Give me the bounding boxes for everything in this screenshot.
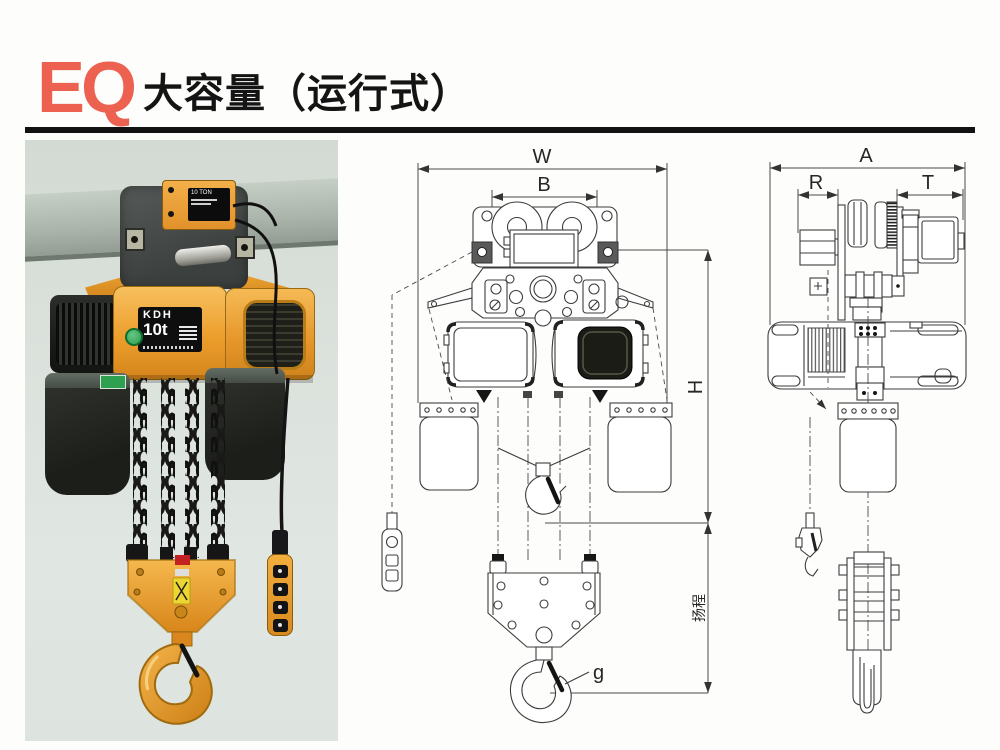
nameplate: KDH 10t — [138, 307, 202, 352]
pendant-button — [273, 583, 288, 596]
dim-label-h: H — [685, 380, 707, 394]
green-sticker — [100, 375, 126, 389]
load-chains — [133, 378, 225, 558]
suspension-plate — [427, 267, 654, 327]
chain-falls — [497, 397, 591, 563]
chain-bag-side — [837, 402, 899, 493]
anti-drop-bracket-left — [125, 228, 145, 251]
pendant-button — [273, 619, 288, 632]
capacity-text: 10t — [143, 320, 168, 339]
nameplate-bars — [179, 324, 197, 342]
lower-hook-block-front — [487, 554, 601, 661]
travel-motor — [50, 295, 122, 373]
pendant-control — [267, 554, 293, 636]
pendant-button — [273, 565, 288, 578]
hook — [138, 642, 213, 725]
bolt — [168, 211, 174, 217]
bolt-row — [838, 609, 900, 622]
dimension-h: H 扬程 — [545, 249, 712, 694]
hoist-body-side — [767, 321, 967, 401]
hoist-body-front — [443, 319, 649, 403]
label-line — [191, 203, 211, 205]
control-box-text: 10 TON — [191, 190, 212, 196]
photo-overlay — [126, 202, 290, 725]
dimension-t: T — [896, 172, 964, 220]
label-line — [191, 199, 217, 201]
header-rule — [25, 127, 975, 133]
control-box-label: 10 TON — [188, 188, 230, 221]
upper-hook-front — [525, 462, 567, 515]
control-box: 10 TON — [162, 180, 236, 230]
chain-bag-left — [45, 373, 130, 495]
bolt-row — [838, 564, 900, 577]
cables — [232, 202, 290, 533]
pendant-front — [381, 512, 403, 592]
bolt-row — [838, 589, 900, 602]
product-photo: 10 TON KDH 10t — [25, 140, 338, 741]
dim-label-t: T — [922, 172, 934, 194]
dimension-w: W — [417, 146, 668, 403]
dimension-a: A — [769, 145, 966, 325]
front-view-drawing: W B H 扬程 — [381, 146, 712, 723]
pendant-strain-relief — [272, 530, 288, 556]
trolley-side — [799, 199, 965, 321]
nameplate-footer — [143, 346, 195, 349]
lower-hook-side — [859, 657, 875, 714]
dimension-b: B — [491, 174, 598, 207]
dim-label-r: R — [809, 172, 823, 194]
anti-drop-bracket-right — [235, 236, 255, 259]
dim-label-b: B — [537, 174, 550, 196]
series-logo: EQ — [37, 48, 137, 128]
reference-dashes — [391, 251, 668, 513]
brand-text: KDH — [143, 309, 173, 321]
dim-label-lift: 扬程 — [691, 594, 707, 622]
chain-bags-front — [419, 402, 673, 493]
dim-label-g: g — [593, 662, 604, 684]
certification-badge — [125, 328, 143, 346]
page-title: 大容量（运行式） — [143, 72, 471, 116]
hook-block — [126, 544, 236, 647]
upper-hook-side — [795, 512, 823, 577]
lower-hook-front: g — [509, 659, 604, 723]
trolley-front — [471, 201, 619, 268]
bolt — [168, 187, 174, 193]
dimension-r: R — [797, 172, 839, 233]
dim-label-w: W — [533, 146, 552, 168]
dim-label-a: A — [859, 145, 873, 167]
reference-dashes-side — [809, 270, 869, 715]
pendant-button — [273, 601, 288, 614]
side-view-drawing: A R T — [767, 145, 967, 715]
